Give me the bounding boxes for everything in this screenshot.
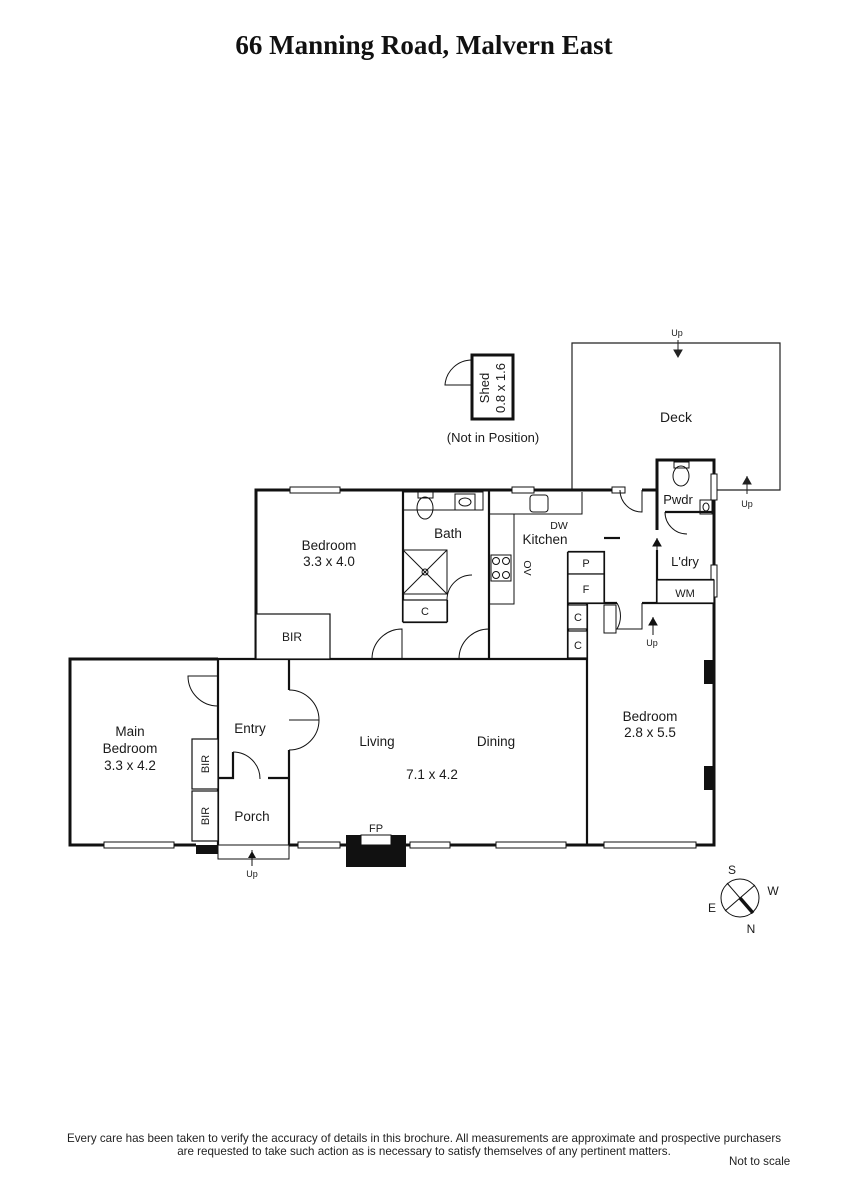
fireplace (346, 834, 406, 867)
deck-side-up-label: Up (741, 499, 753, 509)
outer-walls (68, 458, 716, 847)
bath-label: Bath (434, 526, 462, 541)
cupboard-2-label: C (574, 640, 582, 652)
bir-left-2-label: BIR (200, 807, 212, 825)
wall-pillar (704, 766, 714, 790)
pwdr-label: Pwdr (663, 492, 693, 507)
cupboards (191, 551, 715, 842)
room-labels: Up Deck Up Shed 0.8 x 1.6 (Not in Positi… (103, 328, 753, 879)
bedroom-right-dim: 2.8 x 5.5 (624, 725, 676, 740)
bir-left-1-label: BIR (200, 755, 212, 773)
wm-label: WM (675, 588, 695, 600)
bir-top-label: BIR (282, 630, 302, 644)
dining-label: Dining (477, 734, 515, 749)
porch-up-label: Up (246, 869, 258, 879)
porch-label: Porch (234, 809, 269, 824)
deck-area (571, 342, 781, 491)
compass-n: N (747, 922, 756, 936)
compass-w: W (767, 884, 779, 898)
powder-fixtures (672, 461, 713, 515)
living-dim: 7.1 x 4.2 (406, 767, 458, 782)
shed (444, 353, 515, 421)
main-bedroom-dim: 3.3 x 4.2 (104, 758, 156, 773)
dw-label: DW (550, 520, 568, 532)
cupboard-1-label: C (574, 612, 582, 624)
bedroom-top-label: Bedroom (302, 538, 357, 553)
not-to-scale: Not to scale (729, 1155, 791, 1168)
laundry-up-label: Up (646, 638, 658, 648)
bath-fixtures (402, 491, 484, 595)
fp-label: FP (369, 823, 383, 835)
laundry-steps (603, 604, 658, 635)
deck-up-arrow (673, 340, 752, 494)
entry-label: Entry (234, 721, 266, 736)
porch-step (196, 844, 290, 866)
disclaimer-line-1: Every care has been taken to verify the … (66, 1132, 782, 1145)
disclaimer-line-2: are requested to take such action as is … (177, 1145, 671, 1158)
ldry-label: L'dry (671, 554, 699, 569)
shed-label: Shed (477, 373, 492, 403)
wall-pillar (704, 660, 714, 684)
bedroom-top-dim: 3.3 x 4.0 (303, 554, 355, 569)
compass: S W E N (708, 863, 779, 936)
compass-e: E (708, 901, 716, 915)
bath-cupboard-label: C (421, 606, 429, 618)
kitchen-label: Kitchen (522, 532, 567, 547)
living-label: Living (359, 734, 394, 749)
deck-label: Deck (660, 409, 693, 425)
page-title: 66 Manning Road, Malvern East (235, 30, 613, 60)
shed-dim-label: 0.8 x 1.6 (493, 363, 508, 413)
bedroom-right-label: Bedroom (623, 709, 678, 724)
internal-walls (216, 490, 714, 845)
main-bedroom-label-2: Bedroom (103, 741, 158, 756)
door-swings (187, 489, 688, 780)
deck-up-label: Up (671, 328, 683, 338)
fridge-label: F (583, 584, 590, 596)
compass-s: S (728, 863, 736, 877)
ov-label: OV (521, 560, 533, 575)
not-in-position-label: (Not in Position) (447, 430, 539, 445)
kitchen-benches (489, 492, 583, 605)
pwdr-entry-arrow (652, 537, 662, 555)
pantry-label: P (582, 558, 589, 570)
main-bedroom-label-1: Main (115, 724, 144, 739)
